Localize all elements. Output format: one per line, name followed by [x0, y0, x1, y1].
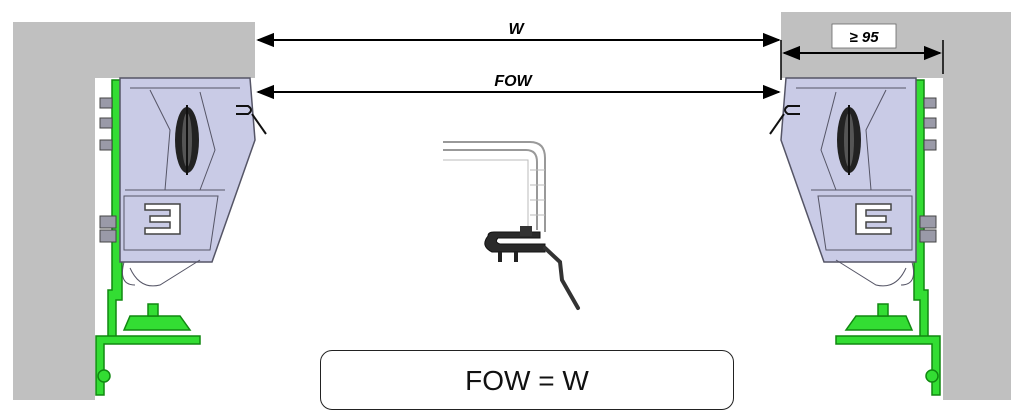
right-latch-icon — [855, 203, 892, 235]
left-housing — [95, 77, 267, 396]
left-latch-icon — [144, 203, 181, 235]
formula-text: FOW = W — [465, 365, 589, 396]
right-green-bracket — [835, 79, 941, 396]
left-green-bracket — [95, 79, 201, 396]
formula-box: FOW = W — [320, 350, 734, 410]
left-wall — [13, 22, 255, 400]
right-pulley-icon — [837, 105, 861, 175]
fow-dimension: FOW — [256, 73, 781, 100]
door-profile-icon — [443, 141, 580, 310]
door-opening-diagram: W FOW ≥ 95 — [13, 12, 1011, 400]
left-bolts — [99, 97, 117, 243]
right-housing — [769, 77, 941, 396]
right-housing-details — [796, 87, 915, 287]
min-depth-dimension: ≥ 95 — [780, 23, 944, 80]
fow-dimension-label: FOW — [494, 73, 533, 90]
right-bolts — [919, 97, 937, 243]
right-wall — [781, 12, 1011, 400]
w-dimension: W — [256, 21, 781, 48]
left-clip-icon — [236, 105, 267, 135]
w-dimension-label: W — [508, 21, 525, 38]
right-clip-icon — [769, 105, 800, 135]
left-housing-details — [121, 87, 240, 287]
min-depth-label: ≥ 95 — [849, 29, 879, 46]
left-pulley-icon — [175, 105, 199, 175]
